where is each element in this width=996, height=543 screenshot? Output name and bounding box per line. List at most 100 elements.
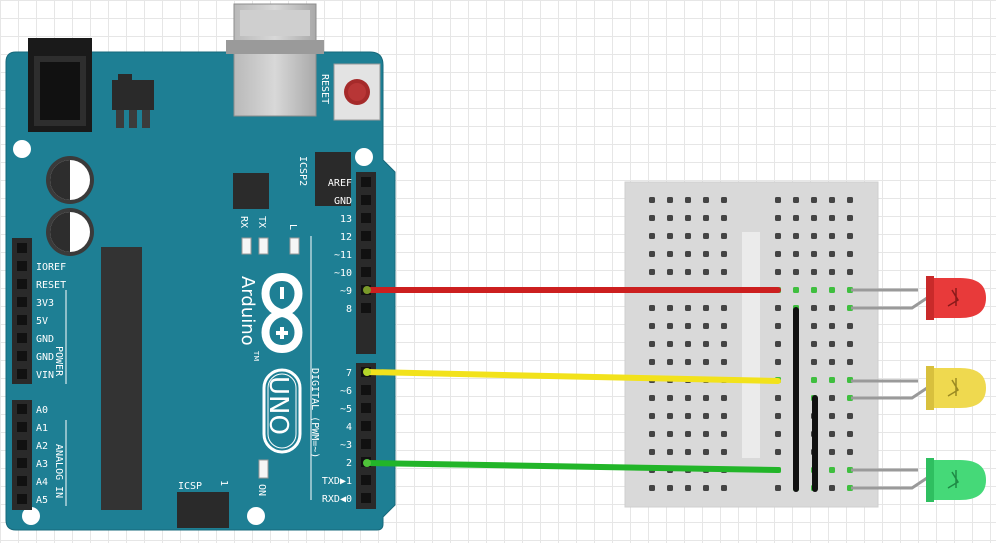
- breadboard-hole: [685, 341, 691, 347]
- header-pin: [17, 422, 27, 432]
- breadboard-hole: [667, 215, 673, 221]
- header-pin: [361, 493, 371, 503]
- breadboard-hole: [685, 233, 691, 239]
- breadboard-hole: [811, 341, 817, 347]
- power-header: [12, 238, 32, 384]
- breadboard-hole: [829, 359, 835, 365]
- breadboard-hole: [667, 431, 673, 437]
- arduino-logo: [261, 272, 303, 354]
- breadboard-hole: [703, 431, 709, 437]
- breadboard-hole: [811, 305, 817, 311]
- header-pin: [17, 333, 27, 343]
- breadboard-hole: [667, 305, 673, 311]
- power-pin-label: 3V3: [36, 298, 54, 309]
- breadboard-hole: [847, 233, 853, 239]
- breadboard-center-channel: [742, 232, 760, 458]
- reset-label: RESET: [319, 74, 330, 104]
- atmega-chip: [101, 247, 142, 510]
- breadboard-hole: [721, 251, 727, 257]
- l-led: [289, 237, 300, 255]
- header-pin: [361, 177, 371, 187]
- voltage-regulator: [112, 74, 154, 128]
- power-pin-label: GND: [36, 334, 54, 345]
- breadboard-hole: [721, 323, 727, 329]
- breadboard-hole: [721, 341, 727, 347]
- breadboard-hole: [811, 377, 817, 383]
- breadboard-hole: [703, 341, 709, 347]
- breadboard-hole: [775, 215, 781, 221]
- breadboard-hole: [721, 233, 727, 239]
- l-led-label: L: [287, 224, 298, 230]
- header-pin: [17, 315, 27, 325]
- breadboard-hole: [685, 269, 691, 275]
- breadboard-hole: [829, 413, 835, 419]
- breadboard-hole: [667, 323, 673, 329]
- header-pin: [361, 213, 371, 223]
- breadboard-hole: [685, 395, 691, 401]
- breadboard-hole: [667, 197, 673, 203]
- breadboard-hole: [829, 395, 835, 401]
- breadboard-hole: [721, 413, 727, 419]
- breadboard-hole: [847, 359, 853, 365]
- capacitor: [46, 156, 94, 204]
- breadboard-hole: [829, 305, 835, 311]
- digital-pin-label: ~9: [340, 286, 352, 297]
- breadboard-hole: [811, 359, 817, 365]
- uno-badge: [262, 368, 302, 454]
- header-pin: [17, 351, 27, 361]
- breadboard-hole: [775, 341, 781, 347]
- breadboard-hole: [685, 323, 691, 329]
- led-yellow: [851, 366, 986, 410]
- signal-wires: [363, 286, 781, 473]
- breadboard-hole: [829, 233, 835, 239]
- breadboard-hole: [829, 449, 835, 455]
- digital-pin-label: ~6: [340, 386, 352, 397]
- breadboard-hole: [667, 413, 673, 419]
- dc-power-jack: [28, 38, 92, 132]
- breadboard-hole: [667, 233, 673, 239]
- power-pin-label: RESET: [36, 280, 66, 291]
- wire-yellow: [364, 369, 781, 384]
- breadboard-hole: [703, 395, 709, 401]
- header-pin: [361, 249, 371, 259]
- breadboard-hole: [811, 323, 817, 329]
- header-pin: [17, 494, 27, 504]
- breadboard-hole: [775, 323, 781, 329]
- breadboard-hole: [721, 359, 727, 365]
- digital-label: DIGITAL (PWM=~): [309, 368, 320, 458]
- breadboard-hole: [649, 269, 655, 275]
- breadboard-hole: [685, 449, 691, 455]
- analog-pins: [17, 404, 27, 504]
- breadboard-hole: [829, 467, 835, 473]
- digital-pin-label: 7: [346, 368, 352, 379]
- analog-pin-label: A2: [36, 441, 48, 452]
- breadboard-hole: [703, 215, 709, 221]
- mounting-hole: [22, 507, 40, 525]
- breadboard-hole: [703, 251, 709, 257]
- breadboard-hole: [829, 341, 835, 347]
- breadboard-hole: [829, 269, 835, 275]
- breadboard-hole: [775, 359, 781, 365]
- breadboard-hole: [847, 449, 853, 455]
- breadboard-hole: [649, 395, 655, 401]
- breadboard-hole: [703, 305, 709, 311]
- breadboard-hole: [793, 269, 799, 275]
- breadboard-hole: [685, 485, 691, 491]
- usb-connector: [226, 3, 324, 117]
- analog-pin-label: A3: [36, 459, 48, 470]
- analog-label: ANALOG IN: [53, 444, 64, 498]
- breadboard-hole: [811, 287, 817, 293]
- breadboard-hole: [667, 359, 673, 365]
- breadboard-hole: [703, 485, 709, 491]
- breadboard-hole: [667, 395, 673, 401]
- icsp2-label: ICSP2: [297, 156, 308, 186]
- breadboard-hole: [667, 251, 673, 257]
- breadboard-hole: [829, 197, 835, 203]
- mounting-hole: [13, 140, 31, 158]
- breadboard-hole: [847, 269, 853, 275]
- trademark: TM: [252, 350, 260, 361]
- reset-button[interactable]: [333, 63, 381, 121]
